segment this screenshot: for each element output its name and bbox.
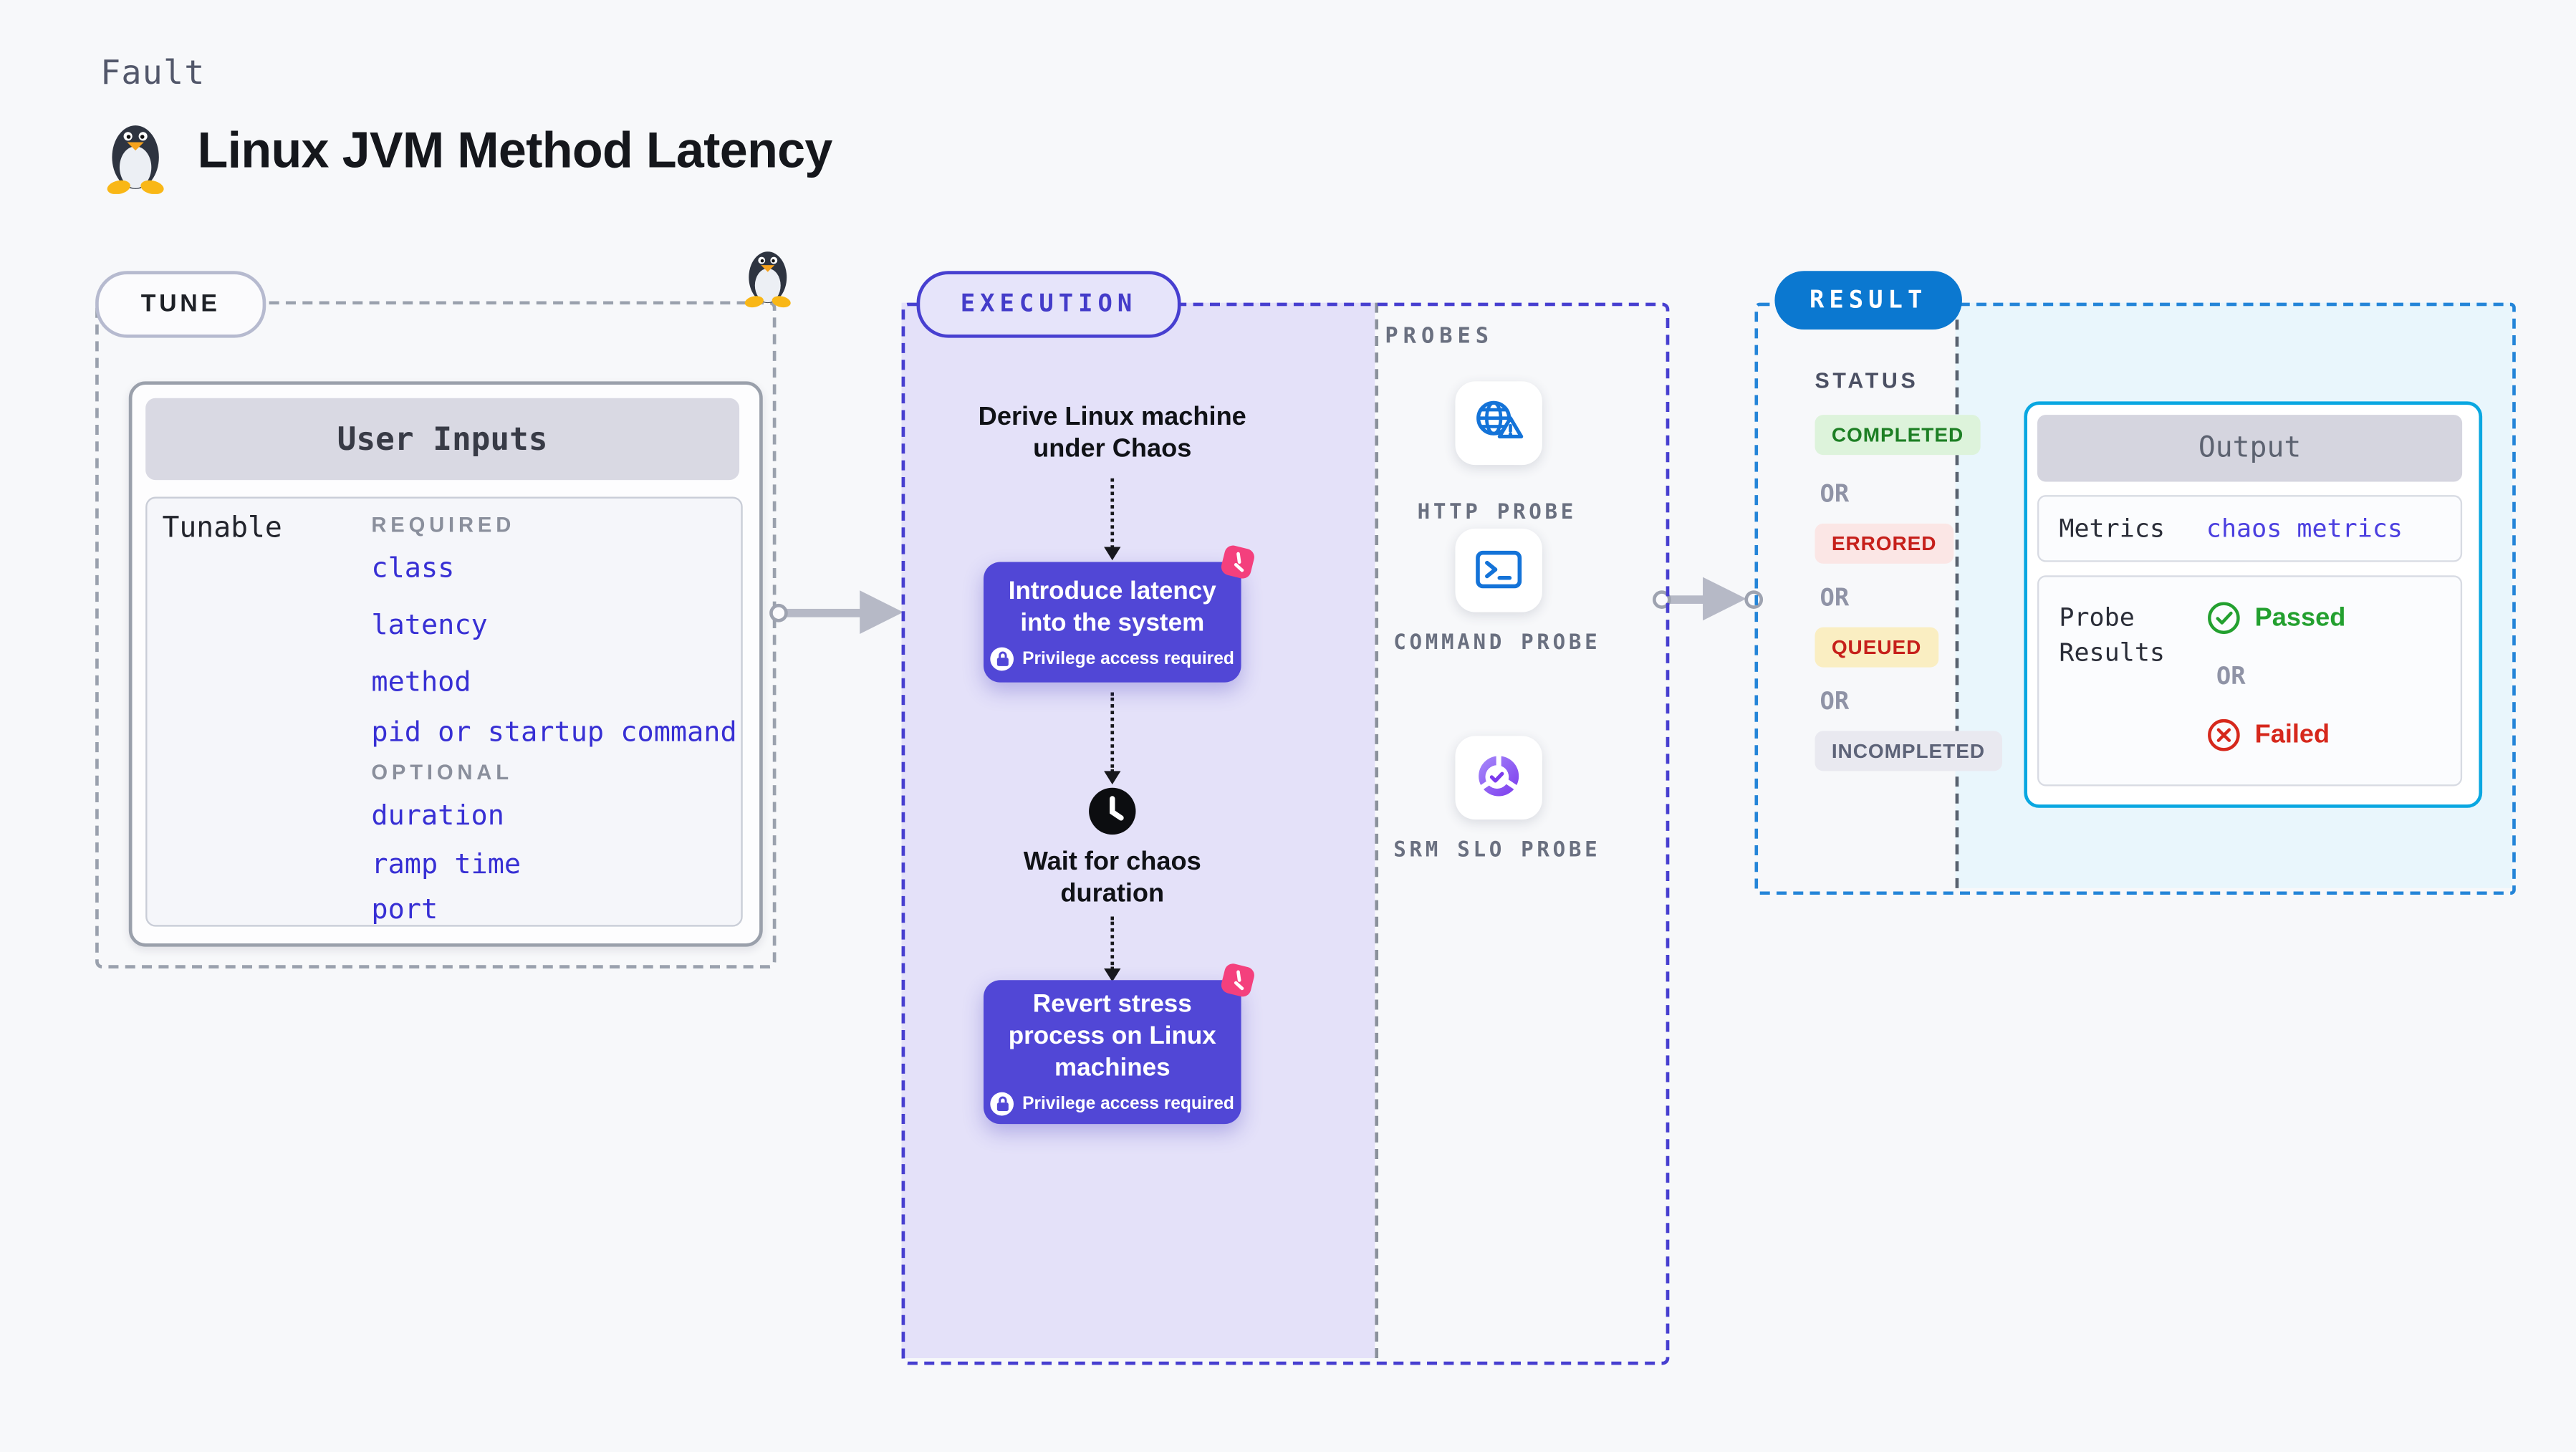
tunable-duration: duration (371, 799, 504, 832)
status-badge-incompleted: INCOMPLETED (1815, 731, 2002, 771)
revert-stress-step: Revert stress process on Linux machines … (983, 961, 1256, 1125)
tunable-row-label: Tunable (162, 511, 282, 546)
passed-check-icon (2208, 602, 2240, 635)
result-pill: RESULT (1774, 271, 1962, 330)
or-label: OR (2216, 663, 2246, 691)
revert-stress-label: Revert stress process on Linux machines (1008, 990, 1216, 1082)
execution-zone (901, 302, 1375, 1359)
linux-tux-small-icon (744, 251, 791, 308)
failed-label: Failed (2254, 720, 2330, 749)
or-label: OR (1820, 481, 1850, 509)
http-probe-card (1455, 381, 1542, 466)
globe-alert-icon (1476, 400, 1524, 439)
tunable-pid-or-startup-command: pid or startup command (371, 716, 737, 748)
probes-zone (1375, 302, 1666, 1359)
metrics-value: chaos metrics (2206, 513, 2403, 544)
or-label: OR (1820, 689, 1850, 716)
user-inputs-header: User Inputs (145, 398, 740, 481)
command-probe-label: COMMAND PROBE (1393, 628, 1601, 654)
tunable-ramp-time: ramp time (371, 847, 522, 880)
http-probe-label: HTTP PROBE (1417, 498, 1577, 524)
page-title: Linux JVM Method Latency (197, 123, 833, 179)
execution-pill: EXECUTION (916, 271, 1181, 338)
clock-icon (1089, 787, 1136, 835)
lock-icon (990, 1092, 1014, 1116)
probes-label: PROBES (1385, 324, 1494, 350)
tunable-latency: latency (371, 608, 488, 641)
status-badge-queued: QUEUED (1815, 627, 1938, 668)
probe-results-label: Probe Results (2059, 602, 2166, 668)
srm-slo-probe-label: SRM SLO PROBE (1393, 836, 1601, 862)
introduce-latency-label: Introduce latency into the system (1008, 576, 1216, 637)
step-derive-machine: Derive Linux machine under Chaos (978, 403, 1246, 463)
tune-pill: TUNE (95, 271, 266, 338)
output-header: Output (2037, 415, 2463, 482)
status-badge-completed: COMPLETED (1815, 415, 1981, 456)
lock-icon (990, 646, 1014, 670)
status-badge-errored: ERRORED (1815, 523, 1953, 564)
required-label: REQUIRED (371, 513, 516, 537)
tunable-class: class (371, 552, 455, 584)
user-inputs-body (145, 496, 743, 927)
tune-zone (95, 301, 777, 968)
command-probe-card (1455, 528, 1542, 612)
probe-results-row: Probe Results Passed OR Failed (2037, 575, 2463, 787)
srm-slo-probe-card (1455, 736, 1542, 820)
tunable-method: method (371, 665, 471, 698)
slo-donut-icon (1479, 755, 1519, 797)
terminal-icon (1476, 550, 1522, 589)
linux-tux-icon (107, 125, 164, 194)
metrics-label: Metrics (2059, 513, 2166, 544)
status-label: STATUS (1815, 367, 1919, 393)
optional-label: OPTIONAL (371, 761, 513, 785)
step-wait-duration: Wait for chaos duration (1023, 847, 1201, 908)
tunable-port: port (371, 893, 438, 925)
flow-arrow-1 (1103, 478, 1120, 561)
flow-arrow-2 (1103, 692, 1120, 785)
or-label: OR (1820, 585, 1850, 612)
flow-arrow-3 (1103, 916, 1120, 982)
fault-kicker: Fault (100, 52, 206, 92)
metrics-row: Metrics chaos metrics (2037, 495, 2463, 562)
privilege-note: Privilege access required (1022, 1094, 1234, 1115)
introduce-latency-step: Introduce latency into the system Privil… (983, 544, 1256, 683)
privilege-note: Privilege access required (1022, 648, 1234, 668)
passed-label: Passed (2254, 602, 2346, 632)
failed-cross-icon (2208, 718, 2240, 751)
